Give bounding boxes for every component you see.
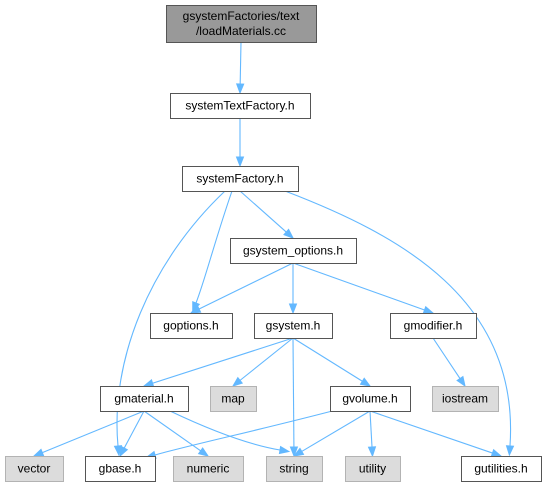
edge-gmaterial-to-vector [32,410,145,457]
arrowhead [359,377,372,387]
node-box [85,456,156,482]
arrowhead [32,448,45,457]
arrowhead [231,376,244,387]
node-gbase[interactable]: gbase.h [85,456,156,482]
node-label: gmodifier.h [404,319,463,333]
node-gmodifier[interactable]: gmodifier.h [390,313,477,339]
node-box [173,456,244,482]
node-label: gbase.h [99,462,142,476]
node-label: systemTextFactory.h [185,99,294,113]
node-label: numeric [187,462,230,476]
node-gsystem-options[interactable]: gsystem_options.h [230,238,357,264]
node-label: gsystemFactories/text [183,9,300,23]
arrowhead [113,445,123,457]
edge-gsystem-to-gmaterial [142,337,294,388]
node-systemFactory[interactable]: systemFactory.h [182,166,299,192]
node-box [461,456,542,482]
node-label: goptions.h [163,319,218,333]
arrowhead [235,156,245,168]
edge-systemFactory-to-gsystem_options [239,190,295,239]
node-string: string [266,456,323,482]
edge-gsystem-to-map [231,337,294,387]
edges-layer [32,41,515,459]
edge-gsystem_options-to-goptions [189,262,294,314]
node-box [100,386,189,412]
arrowhead [142,379,155,388]
node-box [230,238,357,264]
node-root: gsystemFactories/text/loadMaterials.cc [166,5,317,43]
edge-systemTextFactory-to-systemFactory [235,118,245,168]
nodes-layer: gsystemFactories/text/loadMaterials.cc sy… [5,5,542,482]
node-iostream: iostream [432,386,499,412]
arrowhead [456,375,466,388]
node-systemTextFactory[interactable]: systemTextFactory.h [170,93,311,119]
node-box [150,313,233,339]
node-box [432,386,499,412]
node-box [170,93,311,119]
node-gsystem[interactable]: gsystem.h [254,313,333,339]
node-gutilities[interactable]: gutilities.h [461,456,542,482]
node-goptions[interactable]: goptions.h [150,313,233,339]
node-box [210,386,257,412]
arrowhead [367,446,377,458]
node-label: string [279,462,308,476]
node-label: utility [359,462,386,476]
node-label: map [221,392,245,406]
edge-gsystem_options-to-gsystem [288,263,298,315]
edge-gvolume-to-gutilities [369,410,503,457]
arrowhead [278,445,291,455]
node-box [330,386,411,412]
node-label: gsystem.h [266,319,321,333]
node-vector: vector [5,456,64,482]
node-numeric: numeric [173,456,244,482]
node-label: gvolume.h [342,392,397,406]
node-label: iostream [442,392,488,406]
node-label: systemFactory.h [196,172,283,186]
edge-gmaterial-to-string [169,410,291,455]
edge-gsystem_options-to-gmodifier [292,262,435,314]
node-label: gmaterial.h [114,392,173,406]
arrowhead [288,303,298,315]
edge-systemFactory-to-goptions [192,190,233,313]
arrowhead [235,83,245,95]
node-box [5,456,64,482]
node-label: gutilities.h [474,462,527,476]
arrowhead [422,305,435,314]
node-gvolume[interactable]: gvolume.h [330,386,411,412]
node-box [182,166,299,192]
edge-gvolume-to-string [292,410,371,457]
arrowhead [197,447,210,457]
node-map: map [210,386,257,412]
arrowhead [119,445,129,458]
edge-gsystem-to-gvolume [292,337,372,387]
arrowhead [289,446,299,458]
arrowhead [189,305,202,314]
arrowhead [490,448,503,457]
node-gmaterial[interactable]: gmaterial.h [100,386,189,412]
arrowhead [505,445,515,457]
node-label: vector [18,462,51,476]
node-label: /loadMaterials.cc [196,24,286,38]
node-utility: utility [345,456,401,482]
edge-systemFactory-to-gbase [113,190,226,457]
arrowhead [292,447,305,457]
node-label: gsystem_options.h [243,244,343,258]
arrowhead [283,228,295,239]
edge-gmaterial-to-numeric [143,410,210,457]
node-box [166,5,317,43]
edge-gsystem-to-string [289,337,299,458]
edge-systemFactory-to-gutilities [284,190,515,457]
edge-gmaterial-to-gbase [119,410,145,458]
node-box [390,313,477,339]
node-box [254,313,333,339]
edge-gmodifier-to-iostream [432,337,466,388]
node-box [345,456,401,482]
edge-gvolume-to-utility [367,410,377,458]
edge-root-to-systemTextFactory [235,41,245,95]
node-box [266,456,323,482]
